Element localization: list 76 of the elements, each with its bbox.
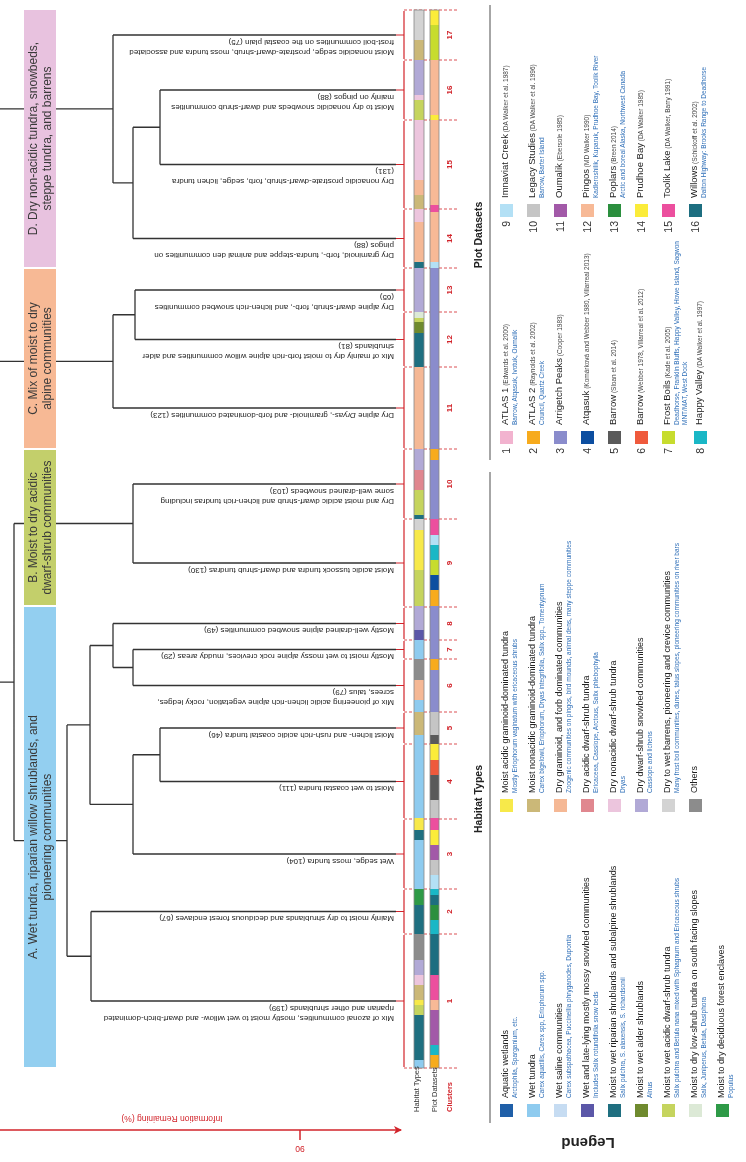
cluster-description: Moist nonacidic sedge, prostrate-dwarf-shrub, moss tundra and associated frost-boil communities on the coastal plain (75) [128, 37, 394, 57]
cluster-number: 15 [445, 160, 455, 169]
cluster-description: Mix of azonal communities, mostly moist to wet willow- and dwarf-birch-dominated riparian and other shrublands (199) [102, 1003, 394, 1023]
legend-number: 3 [554, 448, 566, 456]
legend-number: 1 [500, 448, 512, 456]
cluster-description: Moist to wet coastal tundra (111) [278, 783, 394, 794]
legend-number: 4 [581, 448, 593, 456]
legend-number: 11 [554, 221, 566, 234]
legend-label: Wet tundra [526, 1054, 538, 1098]
cluster-description: Mainly moist to dry shrublands and deciduous forest enclaves (67) [158, 913, 394, 924]
cluster-description: Dry alpine Dryas-, graminoid- and forb-dominated communities (123) [149, 410, 394, 420]
cluster-description: Dry graminoid, forb-, tundra-steppe and animal den communities on pingos (88) [153, 240, 394, 261]
legend-number: 15 [662, 221, 674, 235]
legend-title: Legend [561, 1134, 615, 1152]
legend-number: 8 [694, 448, 706, 456]
legend-number: 16 [689, 221, 701, 235]
legend-section-title: Plot Datasets [472, 201, 484, 269]
cluster-number: 2 [445, 909, 455, 914]
legend-number: 5 [608, 448, 620, 456]
legend-label: Moist acidic graminoid-dominated tundra [499, 630, 511, 793]
legend-label: Wet saline communities [553, 1003, 565, 1098]
cluster-number: 12 [445, 335, 455, 344]
cluster-number: 17 [445, 30, 455, 40]
cluster-number: 13 [445, 285, 455, 295]
legend-number: 9 [500, 221, 512, 229]
legend-section-title: Habitat Types [472, 764, 484, 834]
legend-label: Dry graminoid, and forb dominated communities [553, 601, 565, 793]
cluster-description: Moist acidic tussock tundra and dwarf-shrub tundras (130) [187, 565, 394, 575]
cluster-number: 9 [445, 560, 455, 566]
legend-label: Moist nonacidic graminoid-dominated tundra [526, 615, 538, 793]
cluster-number: 5 [445, 725, 455, 731]
legend-label: Wet and late-lying mostly mossy snowbed communities [580, 877, 592, 1098]
cluster-number: 7 [445, 647, 455, 652]
legend-label: Moist to dry low-shrub tundra on south facing slopes [688, 889, 700, 1098]
legend-number: 2 [527, 448, 539, 456]
cluster-number: 16 [445, 85, 455, 95]
legend-label: Dry nonacidic dwarf-shrub tundra [607, 660, 619, 793]
legend-number: 13 [608, 221, 620, 235]
cluster-number: 3 [445, 851, 455, 857]
legend-label: Dry to wet barrens, pioneering and crevice communities [661, 570, 673, 793]
cluster-number: 1 [445, 998, 455, 1004]
cluster-description: Dry alpine dwarf-shrub, forb-, and lichen-rich snowbed communities (65) [153, 292, 394, 312]
legend-label: Aquatic wetlands [499, 1029, 511, 1098]
axis-title: Information Remaining (%) [121, 1114, 223, 1124]
group-header-band: D. Dry non-acidic tundra, snowbeds, steppe tundra, and barrens [24, 10, 56, 267]
cluster-description: Dry nonacidic prostrate-dwarf-shrub, forb, sedge, lichen tundra (131) [171, 166, 394, 187]
legend-number: 12 [581, 221, 593, 235]
legend-label: Others [688, 766, 700, 793]
legend-label: Moist to wet acidic dwarf-shrub tundra [661, 946, 673, 1098]
group-header-band: C. Mix of moist to dry alpine communities [24, 269, 56, 448]
cluster-description: Wet sedge, moss tundra (104) [285, 856, 394, 866]
legend-label: Dry dwarf-shrub snowbed communities [634, 637, 646, 793]
cluster-description: Mix of pioneering acidic lichen-rich alpine vegetation, rocky ledges, screes, talus (79) [156, 687, 394, 708]
legend-label: Moist to wet riparian shrublands and subalpine shrublands [607, 865, 619, 1098]
legend-number: 14 [635, 221, 647, 235]
cluster-description: Mix of mainly dry to moist forb-rich alpine willow communities and alder shrublands (81) [141, 341, 394, 362]
cluster-description: Dry and moist acidic dwarf-shrub and lichen-rich tundras including some well-drained snowbeds (103) [159, 486, 394, 506]
cluster-number: 8 [445, 621, 455, 626]
legend-number: 7 [662, 448, 674, 456]
group-header-band: A. Wet tundra, riparian willow shrublands, and pioneering communities [24, 607, 56, 1067]
legend-number: 10 [527, 221, 539, 235]
cluster-description: Mostly moist to wet mossy alpine rock crevices, muddy areas (29) [160, 651, 394, 662]
cluster-number: 10 [445, 479, 455, 489]
axis-tick-label: 90 [295, 1144, 305, 1154]
legend-label: Moist to wet alder shrublands [634, 980, 646, 1098]
cluster-number: 11 [445, 403, 455, 413]
legend-label: Dry acidic dwarf-shrub tundra [580, 675, 592, 793]
cluster-description: Moist to dry nonacidic snowbeds and dwarf-shrub communities mainly on pingos (88) [170, 92, 394, 112]
legend-label: Moist to dry deciduous forest enclaves [715, 944, 727, 1098]
group-header-band: B. Moist to dry acidic dwarf-shrub communities [24, 450, 56, 605]
cluster-number: 6 [445, 683, 455, 688]
cluster-number: 4 [445, 779, 455, 784]
cluster-description: Mostly well-drained alpine snowbed communities (49) [203, 625, 394, 636]
legend-number: 6 [635, 448, 647, 456]
cluster-description: Moist lichen- and rush-rich acidic coastal tundra (46) [207, 730, 394, 740]
cluster-number: 14 [445, 234, 455, 243]
